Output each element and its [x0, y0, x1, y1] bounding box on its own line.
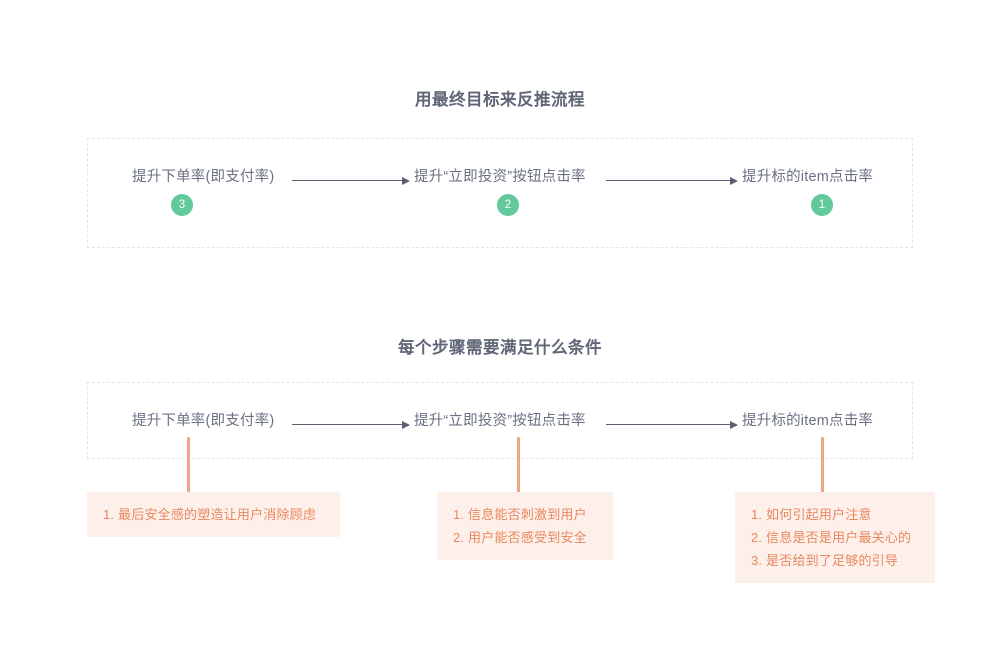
condition-item: 1. 最后安全感的塑造让用户消除顾虑 — [103, 507, 317, 522]
condition-box-1: 1. 最后安全感的塑造让用户消除顾虑 — [87, 492, 340, 537]
step-badge-3: 3 — [171, 194, 193, 216]
step-badge-2: 2 — [497, 194, 519, 216]
condition-box-2: 1. 信息能否刺激到用户 2. 用户能否感受到安全 — [437, 492, 613, 560]
flow-node-item-ctr[interactable]: 提升标的item点击率 — [742, 169, 874, 185]
arrow-head-icon — [402, 176, 410, 185]
arrow-head-icon — [402, 420, 410, 429]
section-title-conditions: 每个步骤需要满足什么条件 — [398, 339, 602, 357]
connector-line-2 — [517, 437, 520, 493]
condition-item: 3. 是否给到了足够的引导 — [751, 553, 899, 568]
flow-row-conditions: 提升下单率(即支付率) 提升“立即投资”按钮点击率 提升标的item点击率 — [87, 410, 913, 434]
arrow-shaft — [292, 424, 403, 425]
flow-node-order-rate[interactable]: 提升下单率(即支付率) — [132, 169, 275, 185]
flow-node-invest-button-ctr-2[interactable]: 提升“立即投资”按钮点击率 — [414, 413, 586, 429]
condition-item: 2. 信息是否是用户最关心的 — [751, 530, 912, 545]
flow-node-invest-button-ctr[interactable]: 提升“立即投资”按钮点击率 — [414, 169, 586, 185]
section-title-goal-flow: 用最终目标来反推流程 — [415, 91, 585, 109]
arrow-shaft — [606, 424, 731, 425]
arrow-shaft — [606, 180, 731, 181]
flow-container-goal — [87, 138, 913, 248]
flow-node-order-rate-2[interactable]: 提升下单率(即支付率) — [132, 413, 275, 429]
flow-arrow-1 — [292, 176, 410, 186]
flow-node-item-ctr-2[interactable]: 提升标的item点击率 — [742, 413, 874, 429]
step-badge-1: 1 — [811, 194, 833, 216]
condition-item: 1. 如何引起用户注意 — [751, 507, 872, 522]
arrow-shaft — [292, 180, 403, 181]
condition-item: 1. 信息能否刺激到用户 — [453, 507, 587, 522]
flow-arrow-3 — [292, 420, 410, 430]
flow-arrow-2 — [606, 176, 738, 186]
connector-line-1 — [187, 437, 190, 493]
arrow-head-icon — [730, 176, 738, 185]
connector-line-3 — [821, 437, 824, 493]
condition-box-3: 1. 如何引起用户注意 2. 信息是否是用户最关心的 3. 是否给到了足够的引导 — [735, 492, 935, 583]
condition-item: 2. 用户能否感受到安全 — [453, 530, 587, 545]
flow-arrow-4 — [606, 420, 738, 430]
arrow-head-icon — [730, 420, 738, 429]
flow-row-goal: 提升下单率(即支付率) 提升“立即投资”按钮点击率 提升标的item点击率 — [87, 166, 913, 190]
flow-container-conditions — [87, 382, 913, 459]
